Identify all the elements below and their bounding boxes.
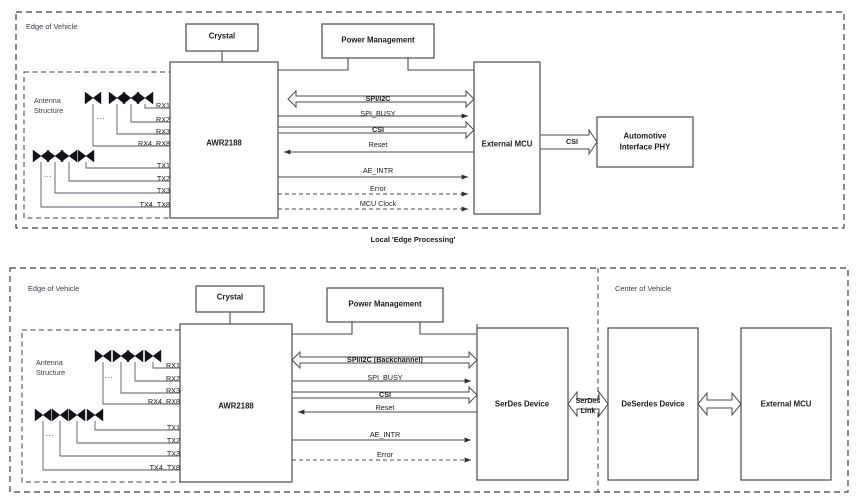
- bottom-signal-label-ae-intr: AE_INTR: [369, 430, 401, 439]
- top-signal-label-spi-busy: SPI_BUSY: [360, 109, 396, 118]
- top-tx-ellipsis: ...: [43, 170, 53, 179]
- bottom-antenna-structure-label-line1: Antenna: [36, 358, 63, 367]
- top-rx-port-label-4: RX4..RX8: [138, 139, 170, 148]
- top-region-label-edge-of-vehicle: Edge of Vehicle: [26, 22, 78, 31]
- bottom-signal-label-spi-i2c-backchannel: SPI/I2C (Backchannel): [347, 355, 423, 364]
- top-tx-port-label-2: TX2: [156, 174, 170, 183]
- bottom-rx-port-label-3: RX3: [166, 386, 180, 395]
- bottom-awr2188-box-label[interactable]: AWR2188: [218, 401, 254, 411]
- bottom-region-label-edge-of-vehicle: Edge of Vehicle: [28, 284, 80, 293]
- top-power-management-box-label[interactable]: Power Management: [341, 35, 415, 45]
- bottom-tx-port-label-2: TX2: [166, 436, 180, 445]
- top-signal-label-spi-i2c: SPI/I2C: [365, 94, 391, 103]
- bottom-region-label-center-of-vehicle: Center of Vehicle: [615, 284, 672, 293]
- top-tx-port-label-4: TX4..TX8: [139, 200, 170, 209]
- top-awr2188-box-label[interactable]: AWR2188: [206, 138, 242, 148]
- top-external-mcu-box-label[interactable]: External MCU: [481, 139, 533, 149]
- top-signal-label-mcu-clock: MCU Clock: [359, 199, 397, 208]
- bottom-serdes-device-box-label[interactable]: SerDes Device: [494, 399, 550, 409]
- top-rx-port-label-1: RX1: [156, 101, 170, 110]
- bottom-deserdes-device-box-label[interactable]: DeSerdes Device: [621, 399, 685, 409]
- top-antenna-structure-label-line2: Structure: [34, 106, 64, 115]
- top-rx-ellipsis: ...: [96, 112, 106, 121]
- bottom-power-management-box-label[interactable]: Power Management: [348, 299, 422, 309]
- top-crystal-box-label[interactable]: Crystal: [208, 31, 236, 41]
- bottom-rx-ellipsis: ...: [104, 371, 114, 380]
- bottom-signal-label-csi: CSI: [379, 390, 391, 399]
- top-signal-label-csi: CSI: [372, 125, 384, 134]
- bottom-rx-port-label-2: RX2: [166, 374, 180, 383]
- bottom-external-mcu-box-label[interactable]: External MCU: [760, 399, 812, 409]
- bottom-tx-port-label-1: TX1: [166, 423, 180, 432]
- serdes-link-label-line2: Link: [580, 406, 596, 415]
- bottom-rx-port-label-4: RX4..RX8: [148, 397, 180, 406]
- top-tx-port-label-3: TX3: [156, 186, 170, 195]
- bottom-tx-port-label-3: TX3: [166, 449, 180, 458]
- top-automotive-phy-box-label-line2[interactable]: Interface PHY: [619, 142, 671, 152]
- top-signal-label-reset: Reset: [368, 140, 388, 149]
- bottom-tx-port-label-4: TX4..TX8: [149, 463, 180, 472]
- bottom-antenna-structure-label-line2: Structure: [36, 368, 66, 377]
- bottom-tx-ellipsis: ...: [45, 429, 55, 438]
- bottom-signal-label-reset: Reset: [375, 403, 395, 412]
- bottom-crystal-box-label[interactable]: Crystal: [216, 292, 244, 302]
- top-mcu-to-phy-label-csi: CSI: [566, 137, 578, 146]
- bottom-rx-port-label-1: RX1: [166, 361, 180, 370]
- top-signal-label-ae-intr: AE_INTR: [362, 166, 394, 175]
- top-antenna-structure-label-line1: Antenna: [34, 96, 61, 105]
- bottom-signal-label-spi-busy: SPI_BUSY: [367, 373, 403, 382]
- top-tx-port-label-1: TX1: [156, 161, 170, 170]
- top-automotive-phy-box-label-line1[interactable]: Automotive: [623, 131, 667, 141]
- top-rx-port-label-3: RX3: [156, 127, 170, 136]
- serdes-link-label-line1: SerDes: [575, 396, 601, 405]
- bottom-signal-label-error: Error: [377, 450, 393, 459]
- top-rx-port-label-2: RX2: [156, 115, 170, 124]
- diagram-caption-local-edge-processing: Local 'Edge Processing': [370, 235, 456, 244]
- top-signal-label-error: Error: [370, 184, 386, 193]
